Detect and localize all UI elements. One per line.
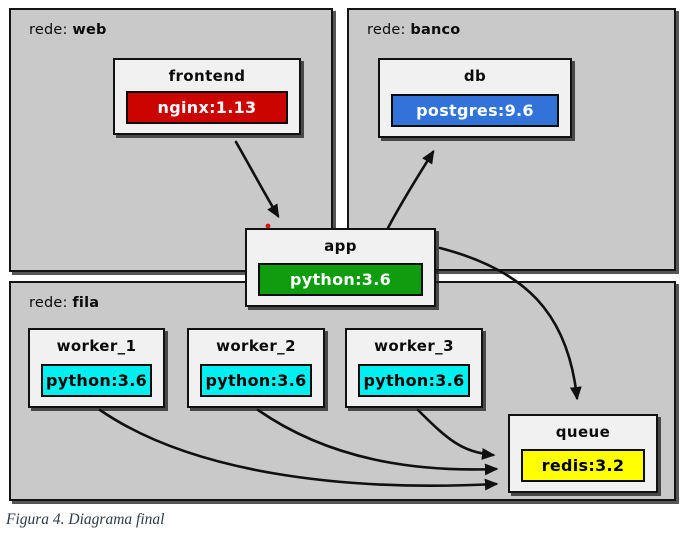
node-db: db postgres:9.6 (378, 58, 572, 138)
node-worker-1-image-tag: python:3.6 (41, 364, 152, 397)
node-queue: queue redis:3.2 (508, 414, 658, 493)
network-name: web (72, 22, 107, 38)
node-app-image-tag: python:3.6 (258, 263, 423, 296)
network-fila-label: rede: fila (29, 295, 99, 311)
network-label-prefix: rede: (367, 22, 406, 38)
network-label-prefix: rede: (29, 295, 68, 311)
node-worker-2-title: worker_2 (216, 337, 296, 355)
node-queue-title: queue (555, 423, 611, 441)
node-worker-2: worker_2 python:3.6 (187, 328, 325, 408)
network-web-label: rede: web (29, 22, 107, 38)
node-worker-1: worker_1 python:3.6 (28, 328, 165, 408)
node-frontend: frontend nginx:1.13 (113, 58, 301, 135)
node-worker-2-image-tag: python:3.6 (200, 364, 312, 397)
node-app-title: app (324, 237, 357, 255)
node-worker-3-title: worker_3 (374, 337, 454, 355)
node-db-title: db (463, 67, 487, 85)
node-db-image-tag: postgres:9.6 (391, 94, 559, 127)
network-banco-label: rede: banco (367, 22, 460, 38)
network-label-prefix: rede: (29, 22, 68, 38)
figure-caption: Figura 4. Diagrama final (6, 511, 165, 528)
node-frontend-image-tag: nginx:1.13 (126, 91, 288, 124)
node-queue-image-tag: redis:3.2 (521, 449, 645, 482)
network-name: banco (410, 22, 461, 38)
node-worker-1-title: worker_1 (56, 337, 137, 355)
network-web: rede: web (9, 8, 333, 272)
node-worker-3: worker_3 python:3.6 (345, 328, 483, 408)
network-name: fila (72, 295, 100, 311)
node-frontend-title: frontend (168, 67, 246, 85)
node-app: app python:3.6 (245, 228, 436, 307)
node-worker-3-image-tag: python:3.6 (358, 364, 470, 397)
